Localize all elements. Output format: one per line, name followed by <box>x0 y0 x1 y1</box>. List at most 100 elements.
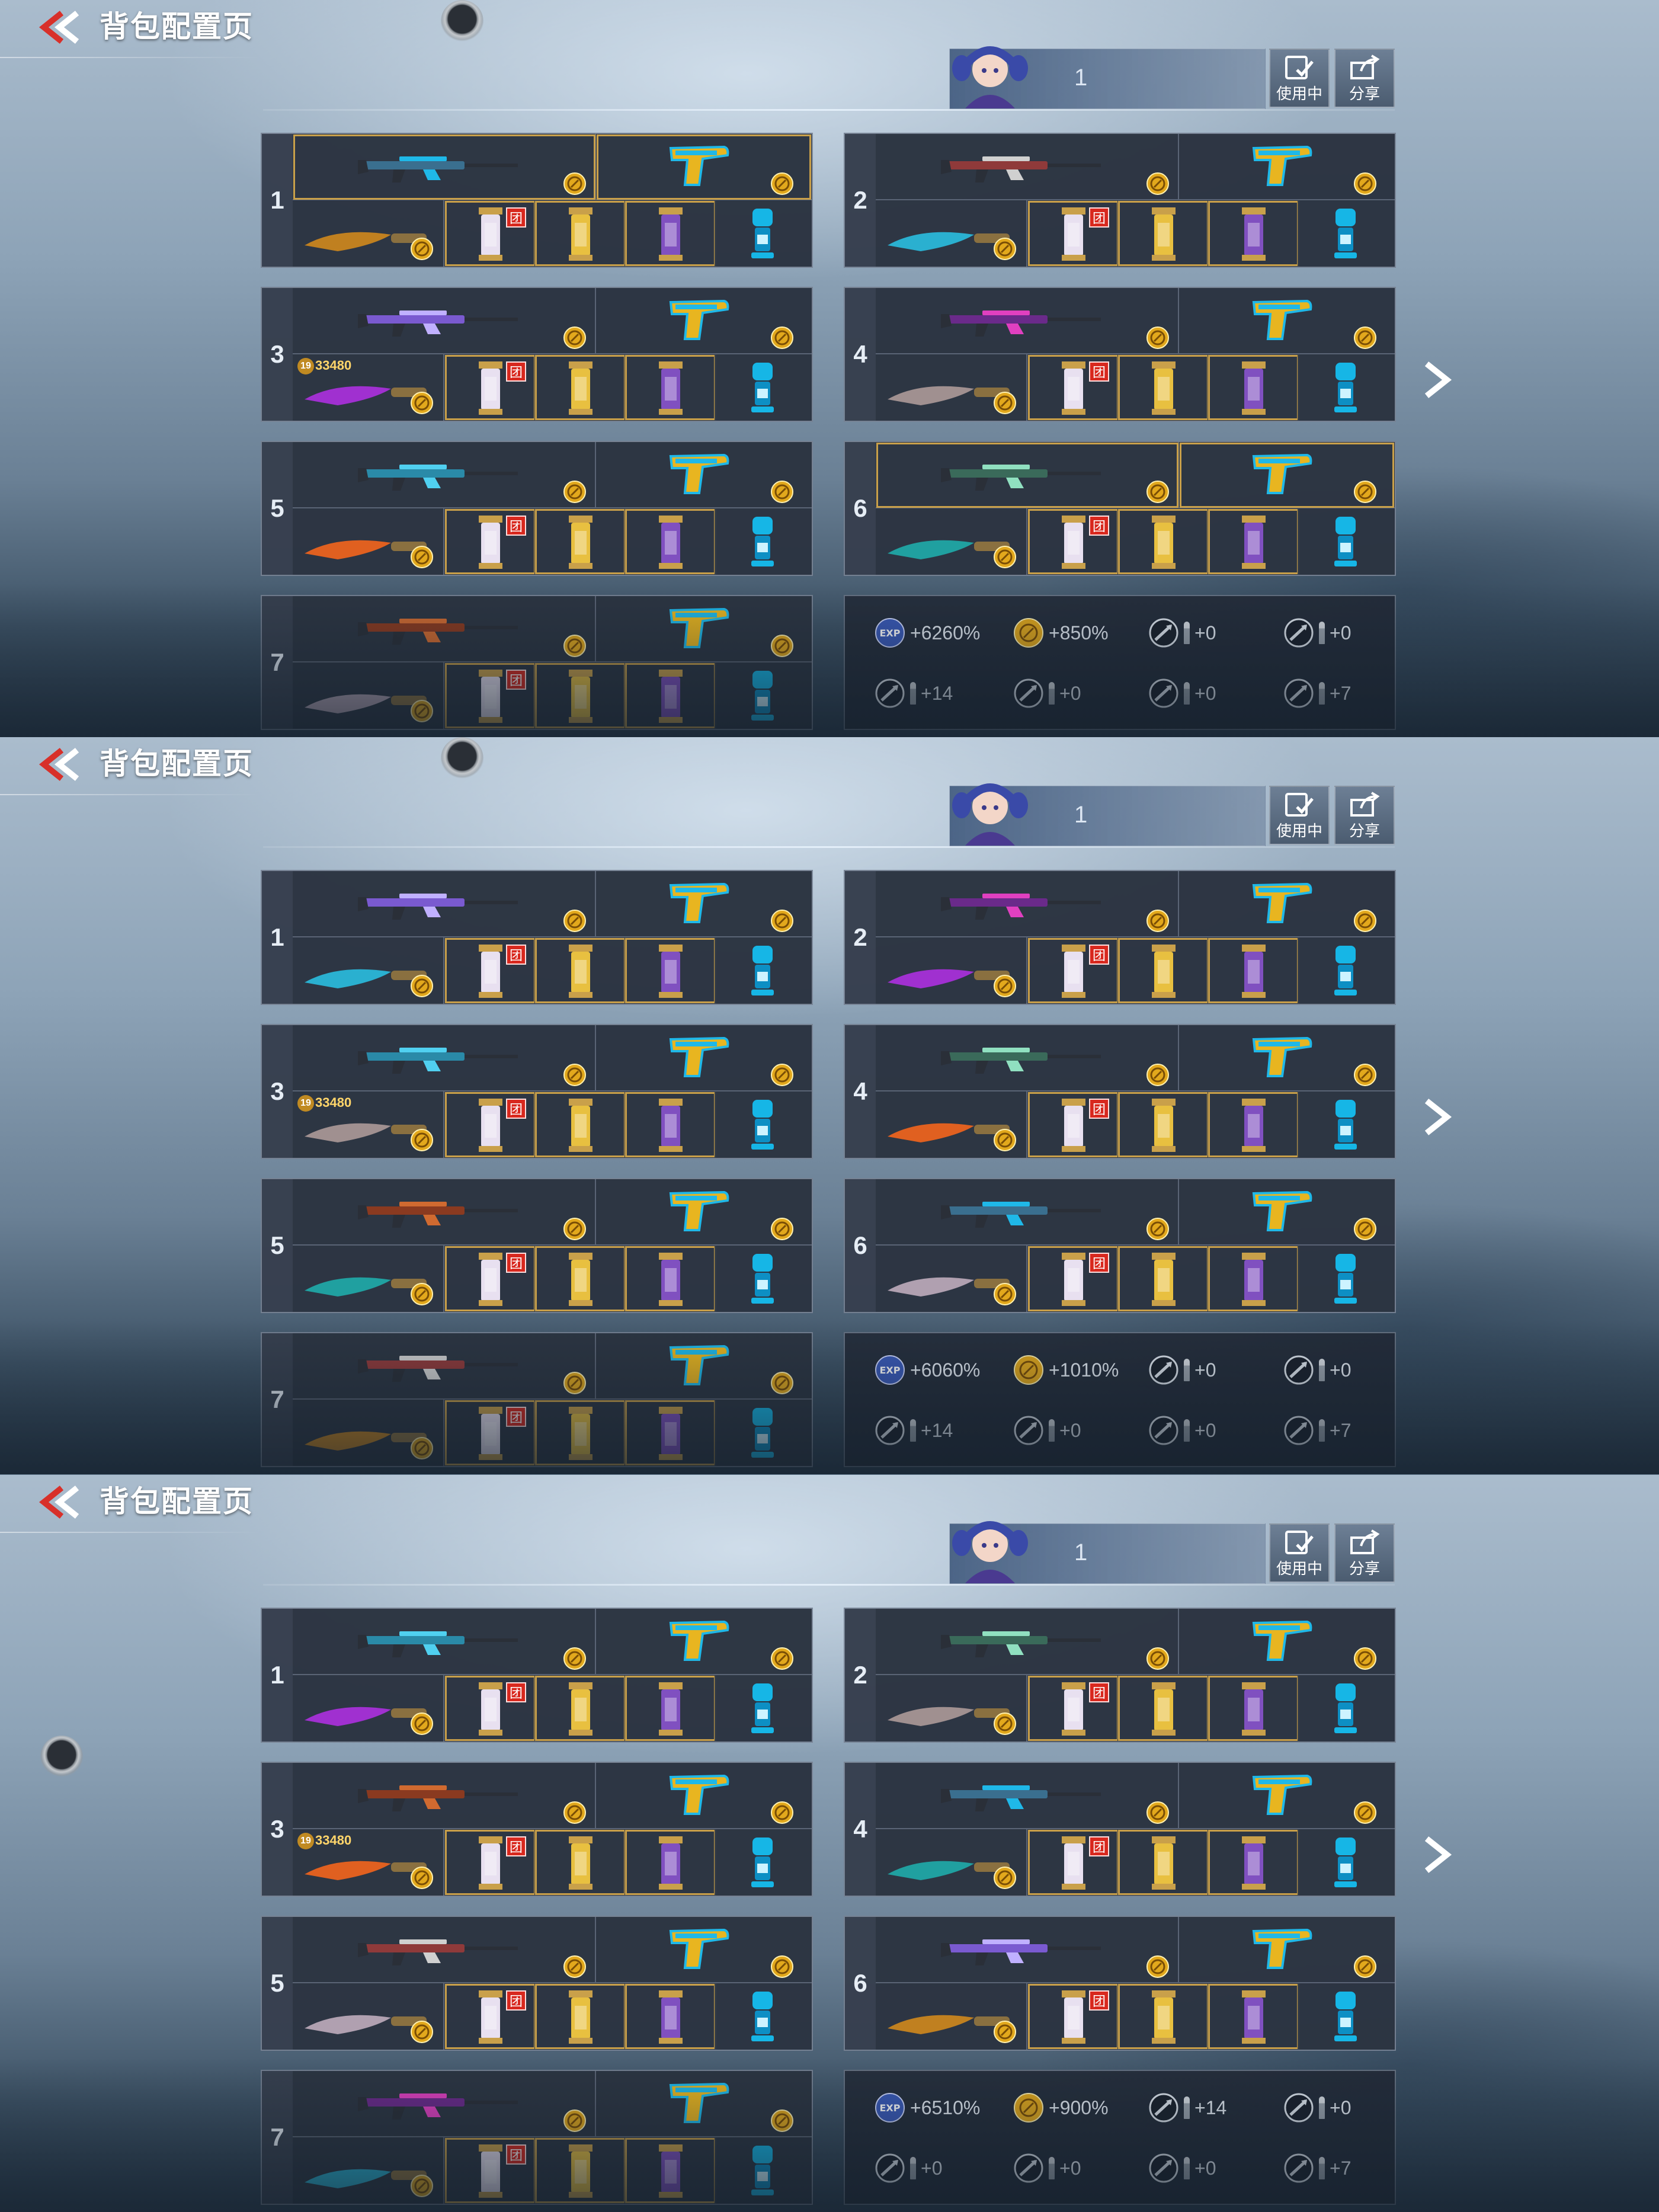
melee-cell[interactable] <box>876 354 1027 421</box>
equipment-cell[interactable]: 团 <box>1027 1829 1119 1896</box>
loadout-slot[interactable]: 6 团 <box>844 1916 1396 2051</box>
pistol-cell[interactable] <box>1179 134 1395 200</box>
equipment-cell[interactable] <box>715 2137 812 2204</box>
equipment-cell[interactable] <box>1298 1983 1395 2050</box>
loadout-slot[interactable]: 6 团 <box>844 441 1396 576</box>
equipment-cell[interactable]: 团 <box>1027 937 1119 1004</box>
pistol-cell[interactable] <box>596 1763 812 1829</box>
loadout-slot[interactable]: 5 团 <box>261 1178 813 1313</box>
loadout-slot[interactable]: 6 团 <box>844 1178 1396 1313</box>
pistol-cell[interactable] <box>1179 1179 1395 1246</box>
equipment-cell[interactable] <box>534 200 626 267</box>
equipment-cell[interactable] <box>534 1829 626 1896</box>
loadout-slot[interactable]: 5 团 <box>261 441 813 576</box>
equipment-cell[interactable] <box>1298 1091 1395 1158</box>
primary-weapon-cell[interactable] <box>293 1763 596 1829</box>
equipment-cell[interactable]: 团 <box>1027 1091 1119 1158</box>
pistol-cell[interactable] <box>596 1179 812 1246</box>
equipment-cell[interactable] <box>1298 937 1395 1004</box>
pistol-cell[interactable] <box>596 1025 812 1091</box>
profile-card[interactable]: 1 <box>949 1521 1266 1584</box>
equipment-cell[interactable] <box>1298 200 1395 267</box>
equipment-cell[interactable]: 团 <box>444 1091 536 1158</box>
equipment-cell[interactable] <box>1208 1675 1299 1742</box>
equipment-cell[interactable] <box>1117 354 1209 421</box>
equipment-cell[interactable] <box>534 1983 626 2050</box>
equipment-cell[interactable] <box>1117 1829 1209 1896</box>
loadout-slot[interactable]: 4 团 <box>844 1024 1396 1159</box>
loadout-slot[interactable]: 7 团 <box>261 2070 813 2205</box>
melee-cell[interactable] <box>293 662 444 729</box>
primary-weapon-cell[interactable] <box>293 1025 596 1091</box>
floating-assist-button[interactable] <box>441 737 483 780</box>
melee-cell[interactable] <box>876 1983 1027 2050</box>
equipment-cell[interactable]: 团 <box>444 508 536 575</box>
melee-cell[interactable] <box>293 200 444 267</box>
primary-weapon-cell[interactable] <box>293 1333 596 1400</box>
melee-cell[interactable] <box>293 1246 444 1312</box>
equipment-cell[interactable] <box>624 2137 716 2204</box>
melee-cell[interactable] <box>876 200 1027 267</box>
in-use-button[interactable]: 使用中 <box>1269 1523 1330 1583</box>
equipment-cell[interactable] <box>624 200 716 267</box>
equipment-cell[interactable]: 团 <box>1027 200 1119 267</box>
pistol-cell[interactable] <box>1179 1763 1395 1829</box>
in-use-button[interactable]: 使用中 <box>1269 49 1330 108</box>
back-icon[interactable] <box>36 745 83 783</box>
primary-weapon-cell[interactable] <box>876 288 1179 354</box>
loadout-slot[interactable]: 2 团 <box>844 1608 1396 1743</box>
equipment-cell[interactable] <box>1208 508 1299 575</box>
equipment-cell[interactable] <box>1208 1246 1299 1312</box>
in-use-button[interactable]: 使用中 <box>1269 786 1330 845</box>
back-icon[interactable] <box>36 1483 83 1521</box>
pistol-cell[interactable] <box>596 596 812 662</box>
profile-card[interactable]: 1 <box>949 46 1266 109</box>
equipment-cell[interactable] <box>534 354 626 421</box>
profile-card[interactable]: 1 <box>949 783 1266 846</box>
equipment-cell[interactable]: 团 <box>444 1829 536 1896</box>
melee-cell[interactable] <box>876 508 1027 575</box>
equipment-cell[interactable] <box>1117 1091 1209 1158</box>
equipment-cell[interactable] <box>534 937 626 1004</box>
primary-weapon-cell[interactable] <box>876 442 1179 508</box>
pistol-cell[interactable] <box>1179 288 1395 354</box>
equipment-cell[interactable] <box>1298 508 1395 575</box>
equipment-cell[interactable] <box>1117 508 1209 575</box>
equipment-cell[interactable] <box>1117 1675 1209 1742</box>
loadout-slot[interactable]: 2 团 <box>844 870 1396 1005</box>
next-page-icon[interactable] <box>1421 360 1454 399</box>
equipment-cell[interactable]: 团 <box>1027 354 1119 421</box>
pistol-cell[interactable] <box>1179 871 1395 937</box>
primary-weapon-cell[interactable] <box>876 1917 1179 1983</box>
equipment-cell[interactable]: 团 <box>444 1675 536 1742</box>
equipment-cell[interactable] <box>1117 1983 1209 2050</box>
back-icon[interactable] <box>36 8 83 46</box>
equipment-cell[interactable] <box>624 508 716 575</box>
equipment-cell[interactable]: 团 <box>1027 1675 1119 1742</box>
equipment-cell[interactable]: 团 <box>444 662 536 729</box>
equipment-cell[interactable] <box>715 200 812 267</box>
primary-weapon-cell[interactable] <box>293 596 596 662</box>
primary-weapon-cell[interactable] <box>876 1763 1179 1829</box>
melee-cell[interactable] <box>876 1829 1027 1896</box>
equipment-cell[interactable] <box>534 1246 626 1312</box>
loadout-slot[interactable]: 5 团 <box>261 1916 813 2051</box>
loadout-slot[interactable]: 7 团 <box>261 595 813 730</box>
equipment-cell[interactable] <box>1208 937 1299 1004</box>
pistol-cell[interactable] <box>596 2071 812 2137</box>
equipment-cell[interactable] <box>1208 1091 1299 1158</box>
equipment-cell[interactable] <box>624 662 716 729</box>
melee-cell[interactable] <box>876 1675 1027 1742</box>
primary-weapon-cell[interactable] <box>876 134 1179 200</box>
equipment-cell[interactable]: 团 <box>444 354 536 421</box>
pistol-cell[interactable] <box>1179 1609 1395 1675</box>
equipment-cell[interactable] <box>1208 1983 1299 2050</box>
pistol-cell[interactable] <box>596 134 812 200</box>
equipment-cell[interactable]: 团 <box>444 1400 536 1466</box>
pistol-cell[interactable] <box>596 1609 812 1675</box>
